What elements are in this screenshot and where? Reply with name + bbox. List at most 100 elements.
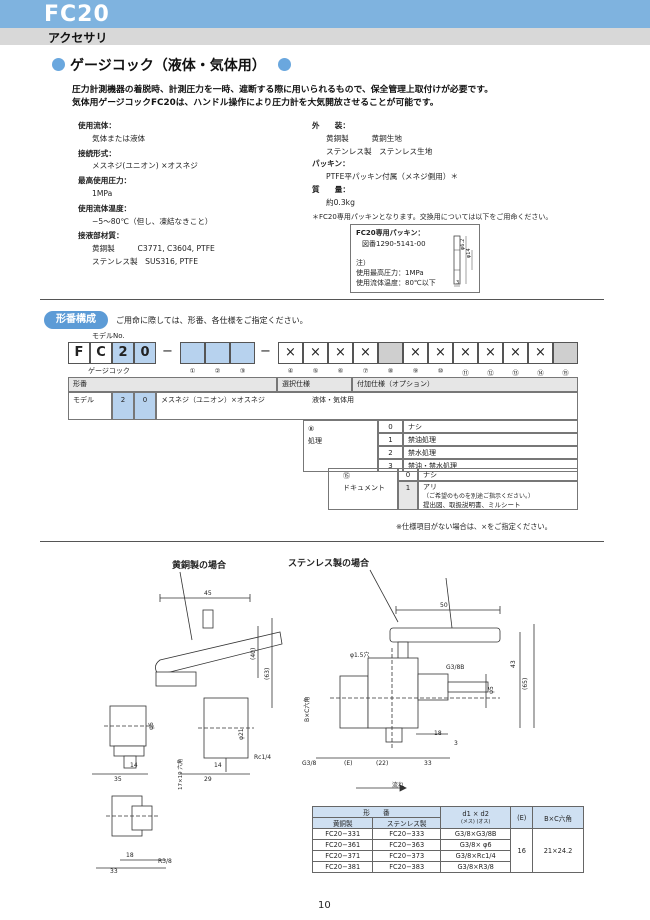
model-digit-0: 0 (134, 392, 156, 420)
bullet-dot-icon (52, 58, 65, 71)
model-no-label: モデルNo. (92, 332, 125, 340)
model-slot-9[interactable]: × (403, 342, 428, 364)
th-d1d2: d1 × d2 (メス) (オス) (439, 806, 512, 829)
model-slot-12[interactable]: × (478, 342, 503, 364)
spec-value: メスネジ(ユニオン) ×オスネジ (92, 161, 198, 171)
spec-value: 黄銅製 黄銅生地 (326, 133, 402, 143)
model-label: モデル (68, 392, 112, 420)
model-slot-15[interactable] (553, 342, 578, 364)
doc-code-0: 0 (398, 468, 418, 481)
model-slot-11[interactable]: × (453, 342, 478, 364)
brass-label: 黄銅製の場合 (172, 561, 227, 571)
slot-num-7: ⑦ (362, 367, 369, 375)
model-slot-8[interactable] (378, 342, 403, 364)
doc-num: ⑮ (343, 472, 350, 480)
model-slot-5[interactable]: × (303, 342, 328, 364)
doc-text-1-block: アリ （ご希望のものを別途ご指示ください。） 提出図、取扱説明書、ミルシート (418, 481, 578, 510)
model-slot-4[interactable]: × (278, 342, 303, 364)
model-slot-10[interactable]: × (428, 342, 453, 364)
doc-note-2: 提出図、取扱説明書、ミルシート (423, 501, 521, 509)
dim-43: 43 (510, 660, 517, 668)
treat-text-1: 禁油処理 (403, 433, 578, 446)
dim-33: 33 (424, 760, 432, 767)
model-dash: − (260, 344, 271, 359)
packing-title: FC20専用パッキン： (356, 229, 425, 237)
row-kataban: 形番 (68, 377, 277, 392)
dim-35: 35 (114, 776, 122, 783)
dim-phi1-5: φ1.5穴 (350, 652, 370, 659)
doc-text-0: ナシ (418, 468, 578, 481)
model-slot-6[interactable]: × (328, 342, 353, 364)
model-slot-14[interactable]: × (528, 342, 553, 364)
cell-d1d2: G3/8×Rc1/4 (439, 850, 512, 862)
cell-stainless: FC20−363 (372, 839, 441, 851)
spec-label: 使用流体： (78, 121, 116, 130)
model-section-pill: 形番構成 (44, 311, 108, 329)
cell-bc: 21×24.2 (532, 828, 584, 873)
model-digit-2: 2 (112, 392, 134, 420)
model-instruction: ご用命に際しては、形番、各仕様をご指定ください。 (116, 316, 308, 325)
treat-code-3: 3 (378, 459, 403, 472)
th-e: (E) (510, 806, 534, 829)
dim-phi6: φ6 (148, 722, 155, 730)
th-kataban: 形 番 (312, 806, 441, 818)
dim-3: 3 (456, 280, 460, 286)
treat-code-2: 2 (378, 446, 403, 459)
model-conn: メスネジ（ユニオン）×オスネジ (161, 396, 265, 404)
packing-pressure: 使用最高圧力：1MPa (356, 269, 424, 277)
slot-num-15: ⑮ (562, 369, 569, 377)
slot-num-1: ① (189, 367, 196, 375)
intro-line-2: 気体用ゲージコックFC20は、ハンドル操作により圧力計を大気開放させることが可能… (72, 98, 439, 108)
model-slot-13[interactable]: × (503, 342, 528, 364)
slot-num-13: ⑬ (512, 369, 519, 377)
slot-num-4: ④ (287, 367, 294, 375)
dim-e: (E) (344, 760, 353, 767)
treat-num: ⑧ (308, 425, 315, 433)
spec-footnote: ※仕様項目がない場合は、×をご指定ください。 (396, 522, 552, 531)
row-option-spec: 付加仕様（オプション） (352, 377, 578, 392)
treat-label: 処理 (308, 437, 322, 445)
dim-phi14: φ14 (466, 248, 472, 258)
model-slot-7[interactable]: × (353, 342, 378, 364)
dim-33b: 33 (110, 868, 118, 875)
cell-brass: FC20−331 (311, 828, 374, 840)
model-slot-2[interactable] (205, 342, 230, 364)
cell-d1d2: G3/8× φ6 (439, 839, 512, 851)
intro-line-1: 圧力計測機器の着脱時、計測圧力を一時、遮断する際に用いられるもので、保全管理上取… (72, 85, 494, 95)
model-char-c: C (90, 342, 112, 364)
dim-45: 45 (204, 590, 212, 597)
dim-14a: 14 (130, 762, 138, 769)
section-title: ゲージコック（液体・気体用） (70, 58, 266, 74)
dim-bc-hex: B×C六角 (304, 696, 311, 722)
spec-label: 最高使用圧力： (78, 176, 132, 186)
packing-note: ＊FC20専用パッキンとなります。交換用については以下をご用命ください。 (312, 213, 553, 221)
dim-40: (40) (250, 647, 257, 660)
doc-text-1: アリ (423, 483, 437, 491)
packing-note-label: 注） (356, 259, 370, 267)
treat-code-1: 1 (378, 433, 403, 446)
spec-right: 外 装： 黄銅製 黄銅生地 ステンレス製 ステンレス生地 パッキン： PTFE平… (312, 120, 592, 210)
header-bar (0, 0, 650, 28)
cell-d1d2: G3/8×R3/8 (439, 861, 512, 873)
slot-num-10: ⑩ (437, 367, 444, 375)
dim-rc14: Rc1/4 (254, 754, 272, 761)
model-slot-3[interactable] (230, 342, 255, 364)
flow-label: 流れ (392, 782, 405, 789)
model-dash: − (162, 344, 173, 359)
spec-value: ステンレス製 ステンレス生地 (326, 146, 433, 156)
spec-value: ステンレス製 SUS316, PTFE (92, 256, 199, 266)
th-stainless: ステンレス製 (372, 817, 441, 829)
cell-brass: FC20−371 (311, 850, 374, 862)
spec-value: −5〜80℃（但し、凍結なきこと） (92, 216, 213, 226)
spec-label: 接液部材質： (78, 231, 124, 241)
model-slot-1[interactable] (180, 342, 205, 364)
packing-drawing (453, 235, 473, 287)
dim-r38: R3/8 (158, 858, 172, 865)
dim-18b: 18 (126, 852, 134, 859)
spec-label: 質 量： (312, 184, 350, 194)
bullet-dot-icon (278, 58, 291, 71)
spec-label: 外 装： (312, 121, 350, 130)
dim-phi5: φ5 (488, 686, 495, 694)
model-char-f: F (68, 342, 90, 364)
treat-text-2: 禁水処理 (403, 446, 578, 459)
